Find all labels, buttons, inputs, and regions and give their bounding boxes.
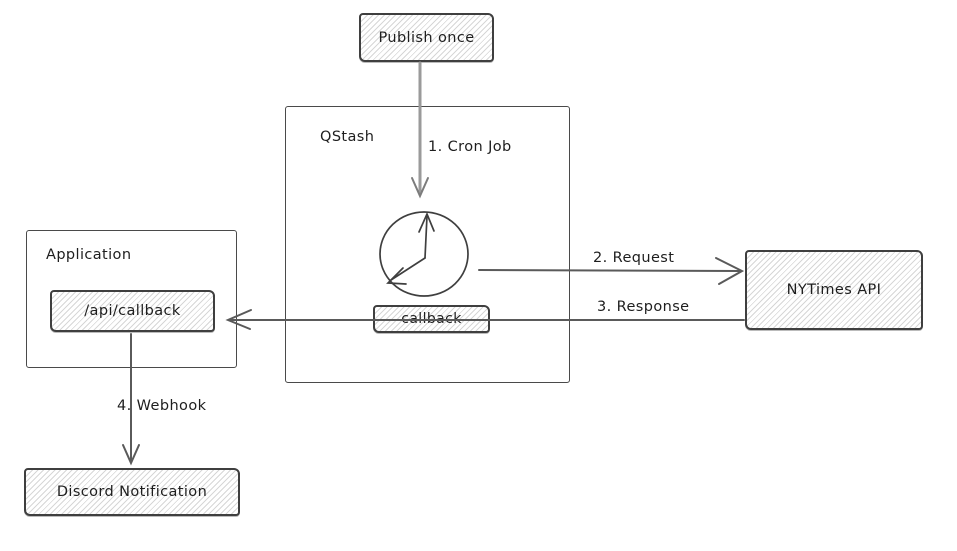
node-publish-once: Publish once [359,13,494,62]
api-callback-label: /api/callback [84,303,181,319]
edge-label-response: 3. Response [597,299,690,315]
node-nytimes-api: NYTimes API [745,250,923,330]
qstash-container-box [285,106,570,383]
edge-label-request: 2. Request [593,250,675,266]
publish-once-label: Publish once [378,29,475,46]
application-label: Application [46,247,132,263]
node-api-callback: /api/callback [50,290,215,332]
discord-notification-label: Discord Notification [56,484,208,500]
edge-label-webhook: 4. Webhook [117,398,207,414]
qstash-label: QStash [320,129,375,145]
edge-label-cron-job: 1. Cron Job [428,139,512,155]
callback-label: callback [401,311,462,327]
node-callback: callback [373,305,490,333]
node-discord-notification: Discord Notification [24,468,240,516]
nytimes-api-label: NYTimes API [786,282,882,298]
